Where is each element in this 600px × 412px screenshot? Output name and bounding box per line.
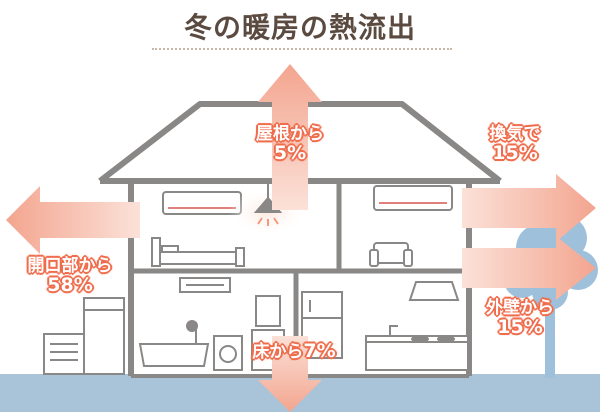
vent-label-text: 換気で <box>489 124 541 144</box>
wall-label-text: 外壁から <box>486 298 554 318</box>
air-conditioner-icon-2 <box>373 185 453 211</box>
vent-arrow <box>462 174 596 242</box>
floor-label-text: 床から <box>252 342 304 362</box>
opening-label-text: 開口部から <box>27 256 113 276</box>
wall-arrow <box>462 236 596 300</box>
roof-arrow <box>258 64 322 210</box>
floor-heat-label: 床から7% <box>234 340 354 362</box>
opening-value: 58% <box>47 273 93 296</box>
kitchen-counter-icon <box>365 325 469 371</box>
vent-heat-label: 換気で 15% <box>470 124 560 164</box>
outdoor-unit-icon <box>43 333 85 375</box>
washing-machine-icon <box>213 335 243 371</box>
floor-arrow <box>258 336 322 412</box>
opening-arrow <box>6 186 140 254</box>
wall-heat-label: 外壁から 15% <box>470 298 570 338</box>
range-hood-icon <box>408 281 460 301</box>
bathtub-icon <box>138 320 210 367</box>
tree-icon <box>504 216 598 378</box>
bed-icon <box>151 237 245 267</box>
water-heater-icon <box>83 297 125 375</box>
opening-heat-label: 開口部から 58% <box>10 256 130 296</box>
floor-value: 7% <box>303 340 336 362</box>
page-title: 冬の暖房の熱流出 <box>183 11 416 44</box>
roof-value: 5% <box>273 141 307 164</box>
wall-value: 15% <box>497 315 543 338</box>
sofa-icon <box>369 242 413 267</box>
refrigerator-icon <box>301 291 343 359</box>
roof-label-text: 屋根から <box>256 124 324 144</box>
vent-value: 15% <box>492 141 538 164</box>
title-divider <box>152 48 452 50</box>
ventilation-fan-icon <box>179 277 231 293</box>
roof-heat-label: 屋根から 5% <box>240 124 340 164</box>
